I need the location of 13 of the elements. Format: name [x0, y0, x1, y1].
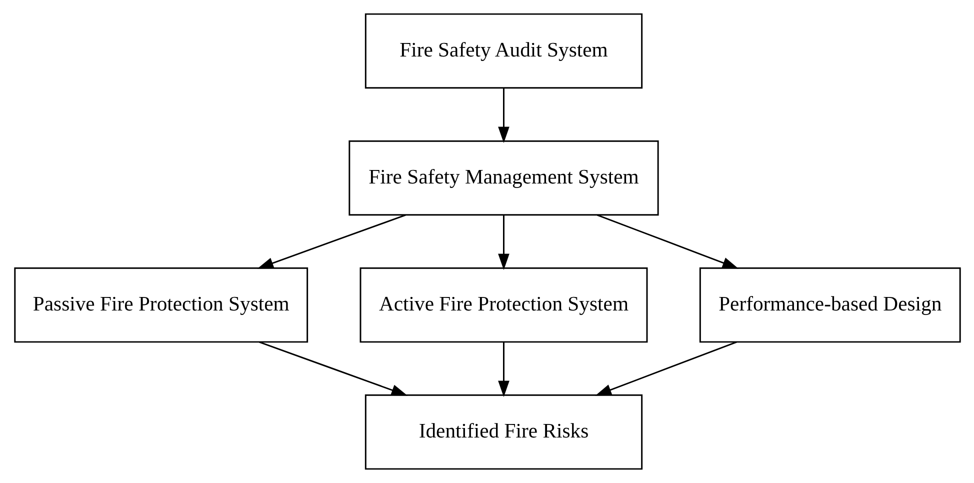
- node-box: Identified Fire Risks: [364, 394, 642, 470]
- arrow: [594, 341, 736, 396]
- arrow: [256, 214, 406, 269]
- node-box: Fire Safety Management System: [348, 140, 658, 216]
- node-box: Active Fire Protection System: [359, 267, 648, 343]
- node-box: Performance-based Design: [698, 267, 960, 343]
- arrow: [498, 215, 509, 270]
- arrow: [596, 214, 738, 269]
- arrow: [498, 342, 509, 397]
- arrow: [258, 341, 408, 396]
- node-box: Fire Safety Audit System: [364, 13, 642, 89]
- node-box: Passive Fire Protection System: [14, 267, 308, 343]
- arrow: [498, 88, 509, 143]
